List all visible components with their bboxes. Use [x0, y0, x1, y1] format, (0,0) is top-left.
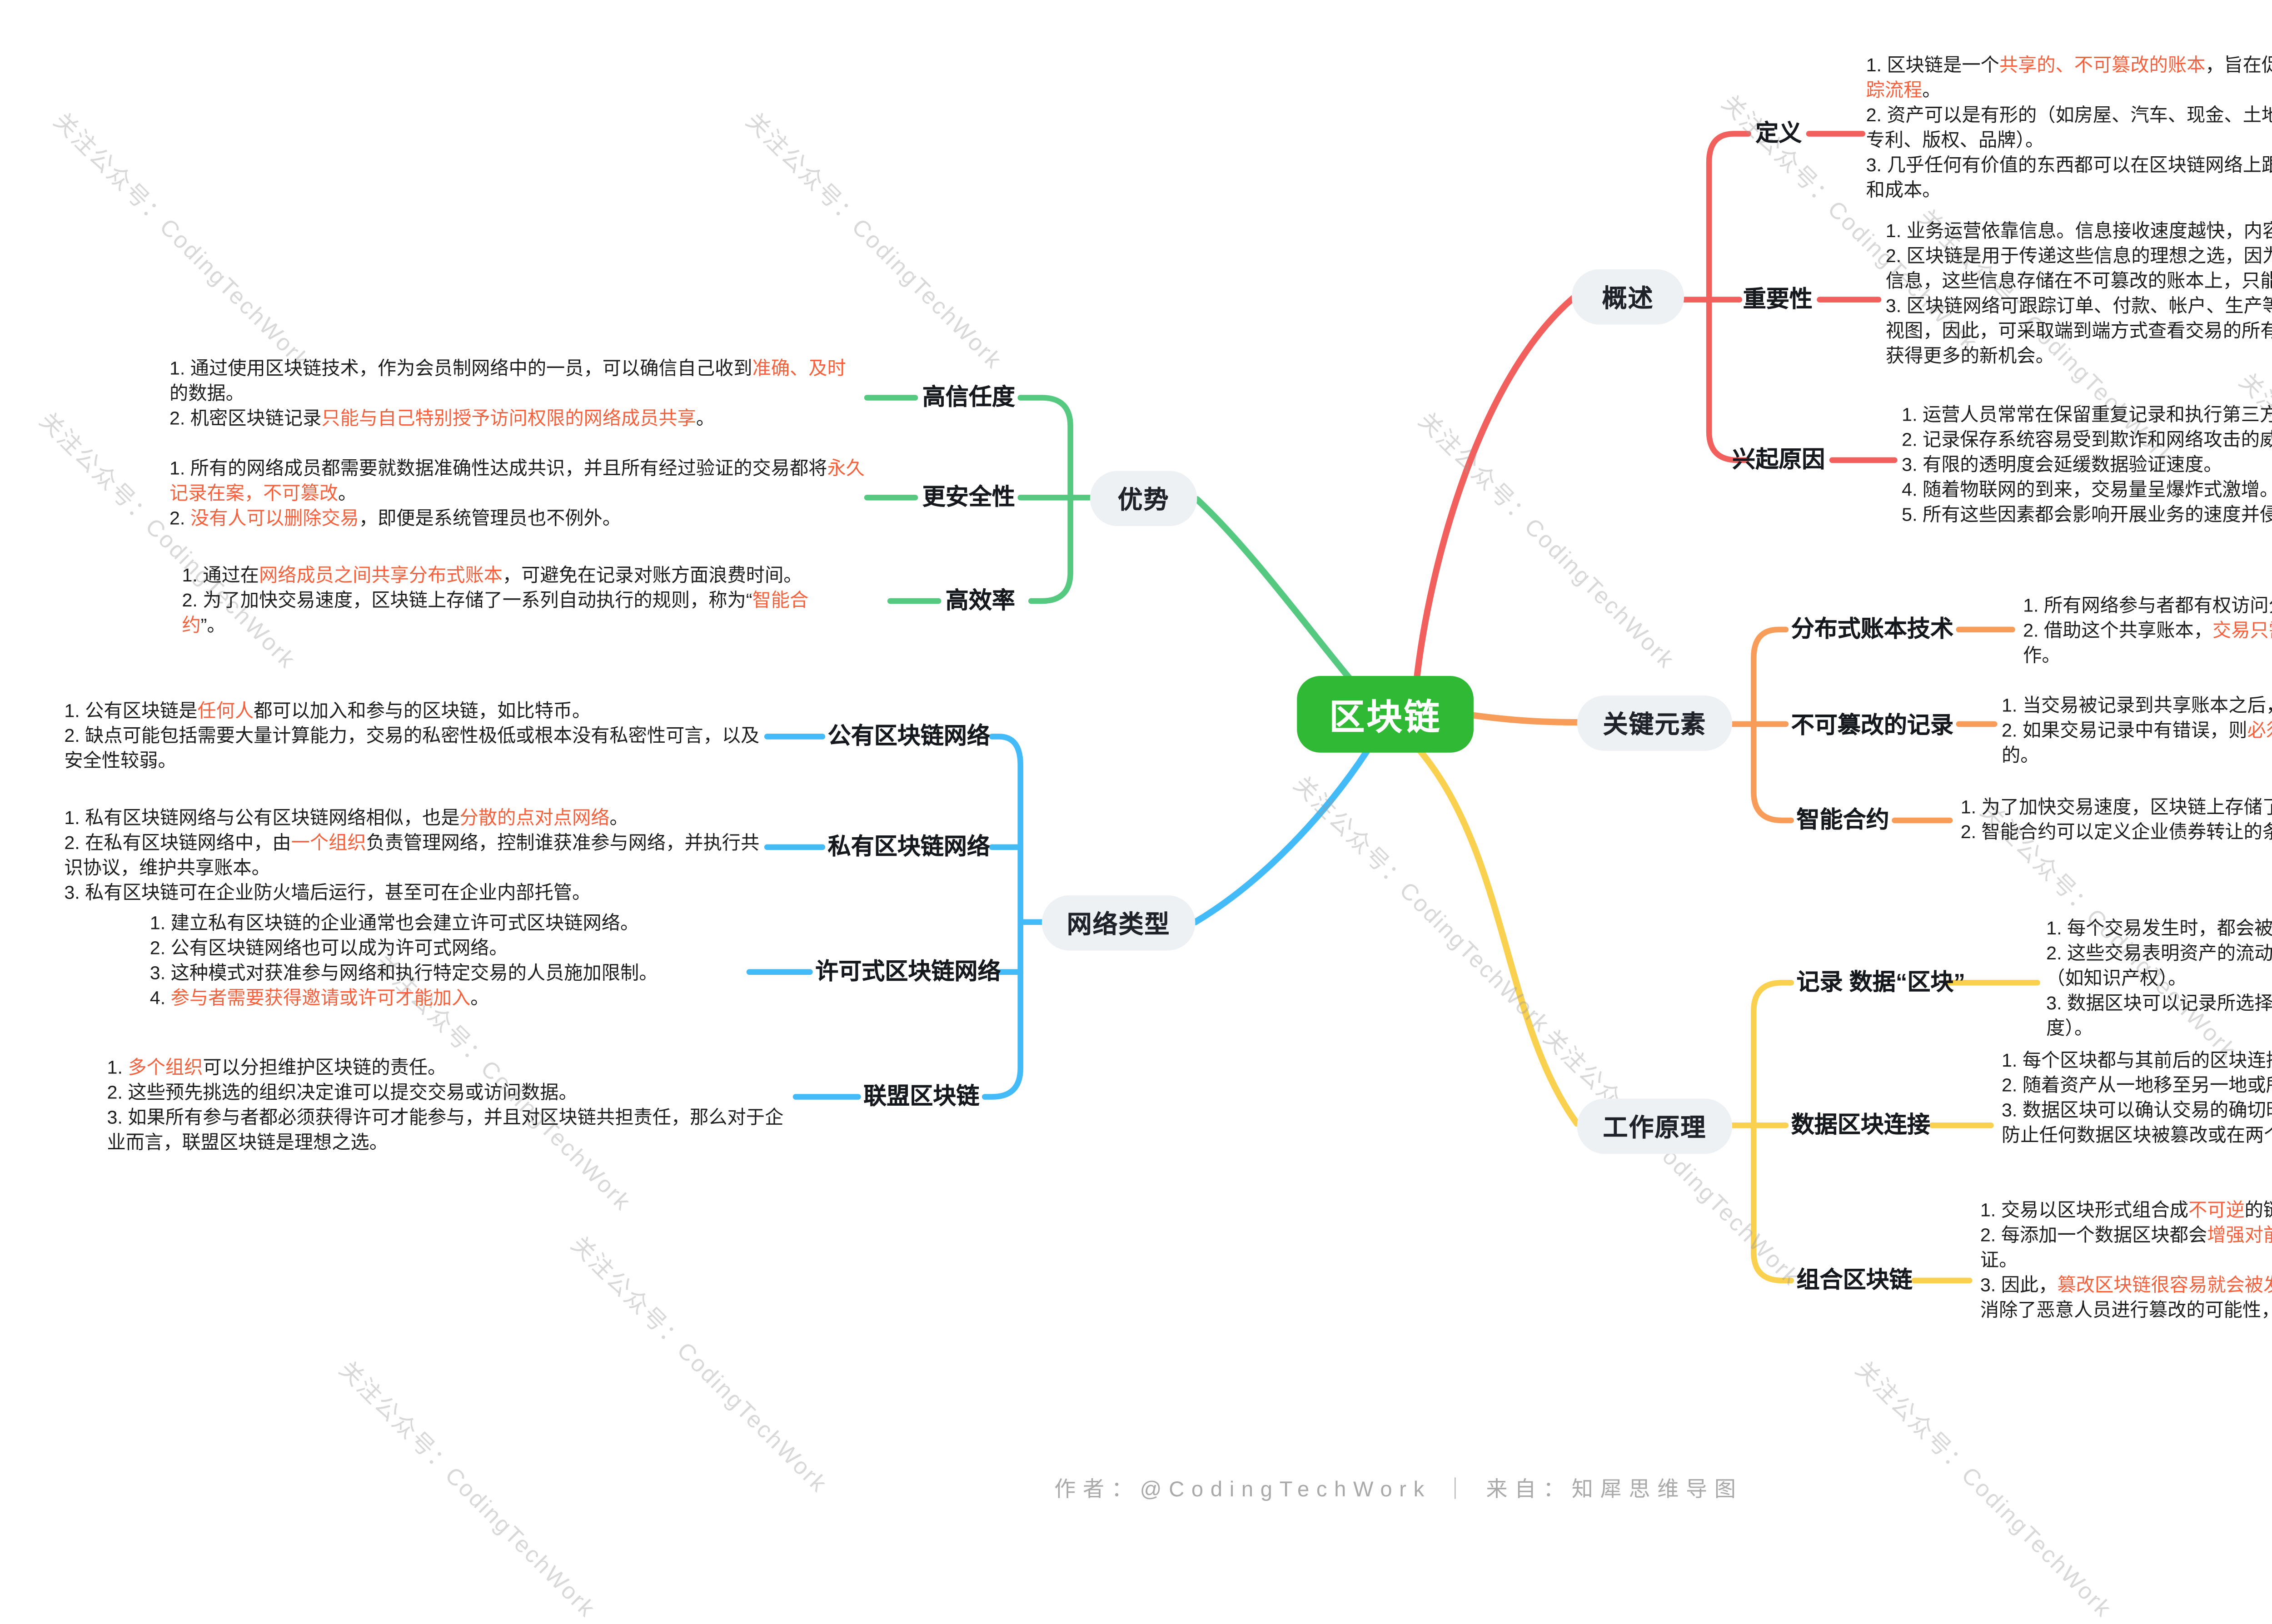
text-line: 2. 公有区块链网络也可以成为许可式网络。	[149, 938, 508, 960]
node-label-definition[interactable]: 定义	[1755, 119, 1802, 146]
text-line: 5. 所有这些因素都会影响开展业务的速度并侵蚀利润。	[1902, 505, 2272, 526]
branch-node-elements[interactable]: 关键元素	[1577, 695, 1733, 751]
text-block-record-block: 1. 每个交易发生时，都会被记录为一个数据“区块”。 2. 这些交易表明资产的流动…	[2046, 917, 2272, 1042]
text-block-importance: 1. 业务运营依靠信息。信息接收速度越快，内容越准确，越有利于业务运营。 2. 区…	[1886, 219, 2272, 369]
node-label-importance[interactable]: 重要性	[1743, 285, 1813, 313]
text-line: 2. 没有人可以删除交易，即便是系统管理员也不例外。	[169, 508, 621, 530]
node-label-public-chain[interactable]: 公有区块链网络	[827, 722, 991, 749]
text-line: 2. 这些预先挑选的组织决定谁可以提交交易或访问数据。	[107, 1083, 578, 1104]
text-line: 1. 通过在网络成员之间共享分布式账本，可避免在记录对账方面浪费时间。	[182, 565, 802, 587]
node-label-consortium-chain[interactable]: 联盟区块链	[863, 1083, 980, 1109]
branch-node-network[interactable]: 网络类型	[1041, 895, 1196, 951]
author-footer: 作者：@CodingTechWork ｜ 来自：知犀思维导图	[1054, 1476, 1743, 1502]
text-line: 1. 当交易被记录到共享账本之后，任何参与者都不能更改或篡改相关信息。	[2001, 695, 2272, 717]
text-line: 3. 有限的透明度会延缓数据验证速度。	[1902, 455, 2222, 477]
mindmap-canvas: 区块链 概述 优势 网络类型 关键元素 工作原理 定义 重要性 兴起原因 1. …	[34, 54, 2272, 1623]
text-block-combine-chain: 1. 交易以区块形式组合成不可逆的链：区块链。 2. 每添加一个数据区块都会增强对…	[1980, 1198, 2272, 1323]
principle-bracket	[1750, 979, 1794, 1284]
text-line: 4. 随着物联网的到来，交易量呈爆炸式激增。	[1902, 480, 2272, 502]
text-line: 3. 因此，篡改区块链很容易就会被发现，这也是不可篡改性的关键优势所在。 这不但…	[1980, 1275, 2272, 1322]
text-line: 3. 数据区块可以确认交易的确切时间和顺序，通过将数据区块安全地链接在一起，可以…	[2001, 1100, 2272, 1147]
text-block-distributed-ledger: 1. 所有网络参与者都有权访问分布式账本及其不可篡改的交易记录。 2. 借助这个共…	[2023, 594, 2272, 669]
branch-line-principle	[1417, 747, 1580, 1127]
text-line: 2. 借助这个共享账本，交易只需记录一次，从而消除了传统业务网络中典型的重复工作…	[2023, 621, 2272, 667]
text-line: 3. 私有区块链可在企业防火墙后运行，甚至可在企业内部托管。	[64, 883, 591, 904]
text-line: 2. 机密区块链记录只能与自己特别授予访问权限的网络成员共享。	[169, 408, 715, 430]
text-line: 2. 每添加一个数据区块都会增强对前一个区块的验证，从而也增强对整条区块链的验证…	[1980, 1225, 2272, 1272]
text-line: 1. 所有的网络成员都需要就数据准确性达成共识，并且所有经过验证的交易都将永久记…	[169, 458, 865, 505]
text-line: 3. 区块链网络可跟踪订单、付款、帐户、生产等信息。由于成员之间共享单一可信视图…	[1885, 296, 2272, 368]
node-label-more-secure[interactable]: 更安全性	[922, 483, 1015, 510]
text-block-consortium-chain: 1. 多个组织可以分担维护区块链的责任。 2. 这些预先挑选的组织决定谁可以提交交…	[107, 1056, 796, 1156]
text-line: 2. 资产可以是有形的（如房屋、汽车、现金、土地），也可以是无形的（如知识产权、…	[1866, 105, 2272, 152]
node-label-immutable-records[interactable]: 不可篡改的记录	[1791, 711, 1954, 739]
text-line: 2. 为了加快交易速度，区块链上存储了一系列自动执行的规则，称为“智能合约”。	[182, 590, 809, 637]
node-label-high-trust[interactable]: 高信任度	[922, 383, 1015, 410]
text-line: 1. 建立私有区块链的企业通常也会建立许可式区块链网络。	[149, 913, 639, 935]
text-line: 3. 数据区块可以记录所选择的信息：人、事、时、地、数甚至条件（例如食品运输温度…	[2046, 993, 2272, 1040]
text-block-more-secure: 1. 所有的网络成员都需要就数据准确性达成共识，并且所有经过验证的交易都将永久记…	[169, 457, 865, 531]
text-line: 2. 缺点可能包括需要大量计算能力，交易的私密性极低或根本没有私密性可言，以及安…	[64, 725, 760, 772]
branch-line-overview	[1413, 294, 1577, 685]
branch-line-advantage	[1194, 496, 1354, 683]
text-line: 2. 智能合约可以定义企业债券转让的条件。	[1960, 822, 2272, 844]
text-block-high-efficiency: 1. 通过在网络成员之间共享分布式账本，可避免在记录对账方面浪费时间。 2. 为了…	[182, 564, 835, 639]
text-line: 2. 随着资产从一地移至另一地或所有权的变更，这些数据区块形成了数据链。	[2001, 1075, 2272, 1097]
text-line: 2. 记录保存系统容易受到欺诈和网络攻击的威胁。	[1902, 430, 2272, 452]
text-line: 4. 参与者需要获得邀请或许可才能加入。	[149, 988, 489, 1010]
branch-line-network	[1192, 745, 1372, 925]
text-line: 2. 区块链是用于传递这些信息的理想之选，因为它可提供即时、共享和完全透明的信息…	[1885, 246, 2272, 293]
text-block-public-chain: 1. 公有区块链是任何人都可以加入和参与的区块链，如比特币。2. 缺点可能包括需…	[64, 699, 763, 774]
text-line: 1. 业务运营依靠信息。信息接收速度越快，内容越准确，越有利于业务运营。	[1885, 221, 2272, 243]
text-line: 1. 公有区块链是任何人都可以加入和参与的区块链，如比特币。	[64, 700, 591, 723]
text-line: 1. 多个组织可以分担维护区块链的责任。	[107, 1058, 447, 1079]
text-block-rise-reason: 1. 运营人员常常在保留重复记录和执行第三方验证等方面浪费精力。 2. 记录保存系…	[1902, 403, 2272, 528]
text-block-immutable-records: 1. 当交易被记录到共享账本之后，任何参与者都不能更改或篡改相关信息。 2. 如果…	[2002, 694, 2272, 769]
node-label-rise-reason[interactable]: 兴起原因	[1732, 446, 1825, 473]
network-bracket	[982, 734, 1023, 1100]
node-label-high-efficiency[interactable]: 高效率	[945, 586, 1015, 614]
text-line: 3. 几乎任何有价值的东西都可以在区块链网络上跟踪和交易，从而降低各方面的风险和…	[1866, 155, 2272, 202]
text-line: 1. 运营人员常常在保留重复记录和执行第三方验证等方面浪费精力。	[1902, 405, 2272, 427]
text-block-private-chain: 1. 私有区块链网络与公有区块链网络相似，也是分散的点对点网络。 2. 在私有区块…	[64, 806, 767, 906]
text-block-definition: 1. 区块链是一个共享的、不可篡改的账本，旨在促进业务网络中的交易记录和资产跟踪…	[1866, 54, 2272, 204]
connector-lines	[746, 131, 2040, 1284]
text-line: 2. 在私有区块链网络中，由一个组织负责管理网络，控制谁获准参与网络，并执行共识…	[64, 833, 760, 879]
node-label-record-block[interactable]: 记录 数据“区块”	[1796, 968, 1966, 995]
text-line: 1. 每个区块都与其前后的区块连接。	[2001, 1050, 2272, 1072]
text-line: 1. 为了加快交易速度，区块链上存储了一系列自动执行的规则，称为“智能合约”。	[1960, 797, 2272, 819]
text-line: 3. 如果所有参与者都必须获得许可才能参与，并且对区块链共担责任，那么对于企业而…	[107, 1107, 784, 1154]
branch-line-elements	[1468, 712, 1580, 726]
text-block-smart-contract: 1. 为了加快交易速度，区块链上存储了一系列自动执行的规则，称为“智能合约”。 2…	[1961, 795, 2272, 845]
central-topic-blockchain[interactable]: 区块链	[1297, 675, 1474, 753]
text-line: 1. 所有网络参与者都有权访问分布式账本及其不可篡改的交易记录。	[2023, 596, 2272, 617]
text-block-high-trust: 1. 通过使用区块链技术，作为会员制网络中的一员，可以确信自己收到准确、及时的数…	[169, 357, 855, 432]
text-line: 1. 通过使用区块链技术，作为会员制网络中的一员，可以确信自己收到准确、及时的数…	[169, 358, 846, 405]
branch-node-overview[interactable]: 概述	[1571, 269, 1684, 325]
node-label-private-chain[interactable]: 私有区块链网络	[827, 833, 991, 860]
text-line: 2. 如果交易记录中有错误，则必须添加新交易才能撤消错误，这两个交易随后都是可视…	[2001, 720, 2272, 767]
text-line: 1. 区块链是一个共享的、不可篡改的账本，旨在促进业务网络中的交易记录和资产跟踪…	[1866, 55, 2272, 102]
node-label-permissioned-chain[interactable]: 许可式区块链网络	[815, 958, 1001, 985]
node-label-smart-contract[interactable]: 智能合约	[1796, 806, 1889, 833]
text-line: 1. 每个交易发生时，都会被记录为一个数据“区块”。	[2046, 918, 2272, 940]
text-line: 2. 这些交易表明资产的流动情况，资产可以是有形的（如产品），也可以是无形的（如…	[2046, 943, 2272, 990]
text-line: 3. 这种模式对获准参与网络和执行特定交易的人员施加限制。	[149, 963, 658, 985]
node-label-combine-chain[interactable]: 组合区块链	[1796, 1266, 1913, 1293]
text-block-permissioned-chain: 1. 建立私有区块链的企业通常也会建立许可式区块链网络。 2. 公有区块链网络也可…	[150, 911, 749, 1011]
branch-node-principle[interactable]: 工作原理	[1577, 1098, 1733, 1154]
branch-node-advantage[interactable]: 优势	[1090, 471, 1197, 526]
text-line: 1. 交易以区块形式组合成不可逆的链：区块链。	[1980, 1200, 2272, 1222]
text-line: 1. 私有区块链网络与公有区块链网络相似，也是分散的点对点网络。	[64, 808, 628, 829]
node-label-distributed-ledger[interactable]: 分布式账本技术	[1791, 615, 1954, 642]
node-label-block-linking[interactable]: 数据区块连接	[1791, 1111, 1931, 1138]
text-block-block-linking: 1. 每个区块都与其前后的区块连接。 2. 随着资产从一地移至另一地或所有权的变更…	[2002, 1049, 2272, 1149]
